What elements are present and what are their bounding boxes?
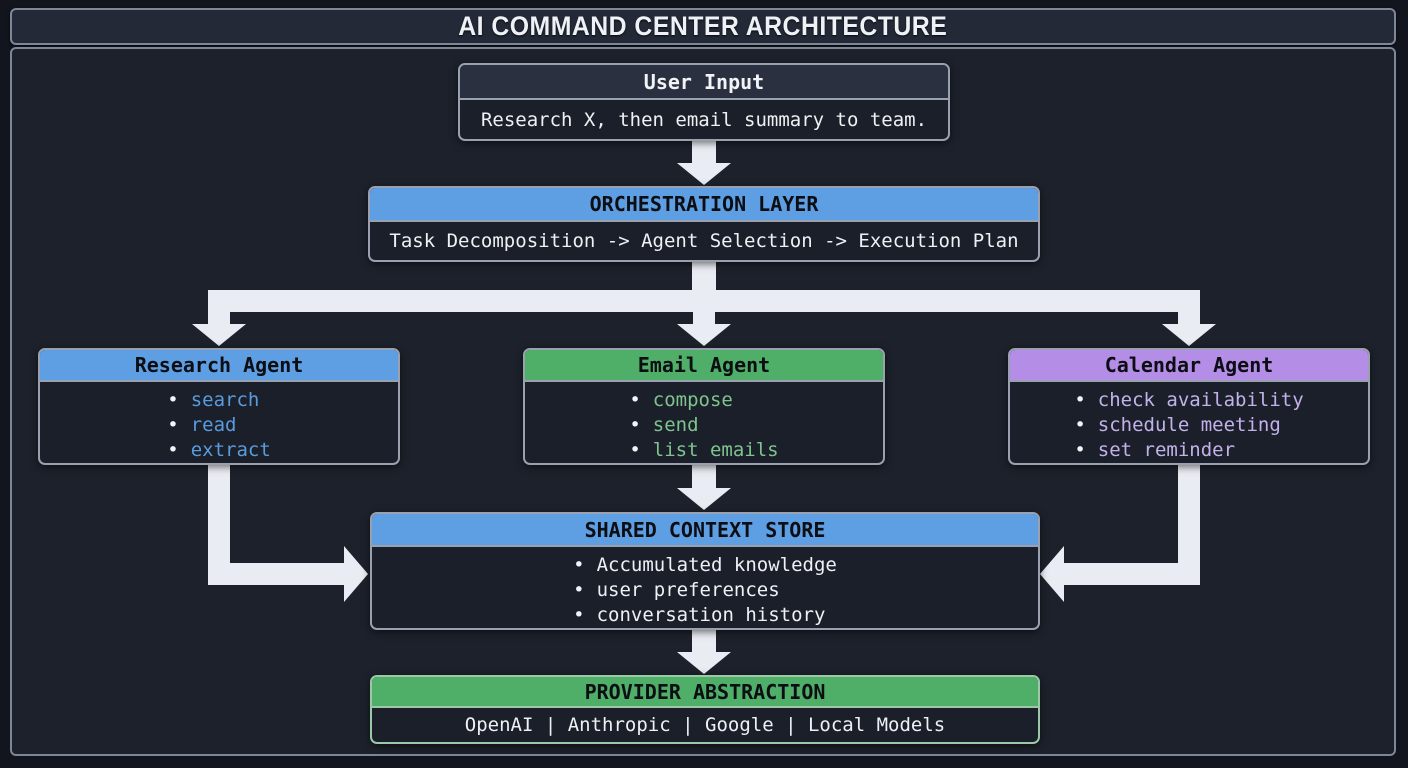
node-shared-context: SHARED CONTEXT STORE • Accumulated knowle… (370, 512, 1040, 630)
list-item-label: send (652, 414, 699, 436)
bullet-icon: • (167, 439, 179, 461)
node-user-input-body: Research X, then email summary to team. (460, 100, 948, 139)
node-user-input-header: User Input (460, 65, 948, 100)
node-calendar-agent: Calendar Agent • check availability • sched… (1008, 348, 1370, 465)
list-item: • list emails (629, 438, 778, 463)
node-shared-context-title: SHARED CONTEXT STORE (584, 517, 826, 542)
list-item: • extract (167, 438, 271, 463)
calendar-agent-tools: • check availability • schedule meeting • set… (1074, 382, 1303, 463)
node-provider-title: PROVIDER ABSTRACTION (584, 679, 826, 704)
list-item-label: check availability (1097, 389, 1304, 411)
node-calendar-agent-title: Calendar Agent (1104, 353, 1274, 377)
bullet-icon: • (629, 439, 641, 461)
node-email-agent: Email Agent • compose • send • list emails (523, 348, 885, 465)
list-item: • search (167, 388, 271, 413)
list-item-label: conversation history (596, 604, 826, 626)
bullet-icon: • (629, 414, 641, 436)
node-user-input-title: User Input (643, 69, 765, 94)
node-orchestration: ORCHESTRATION LAYER Task Decomposition -… (368, 186, 1040, 262)
node-orchestration-body: Task Decomposition -> Agent Selection ->… (370, 222, 1038, 260)
list-item-label: list emails (652, 439, 779, 461)
node-provider-header: PROVIDER ABSTRACTION (372, 677, 1038, 708)
list-item-label: Accumulated knowledge (596, 554, 837, 576)
node-shared-context-header: SHARED CONTEXT STORE (372, 514, 1038, 547)
node-email-agent-header: Email Agent (525, 350, 883, 382)
list-item-label: set reminder (1097, 439, 1236, 461)
email-agent-tools: • compose • send • list emails (629, 382, 778, 463)
list-item-label: extract (190, 439, 271, 461)
node-user-input-text: Research X, then email summary to team. (480, 108, 928, 131)
list-item-label: user preferences (596, 579, 780, 601)
bullet-icon: • (573, 554, 585, 576)
title-bar: AI COMMAND CENTER ARCHITECTURE (10, 8, 1396, 45)
node-orchestration-text: Task Decomposition -> Agent Selection ->… (389, 230, 1019, 252)
list-item: • set reminder (1074, 438, 1303, 463)
bullet-icon: • (573, 579, 585, 601)
list-item: • user preferences (573, 578, 837, 603)
shared-context-items: •Accumulated knowledge•user preferences•… (573, 547, 837, 628)
node-research-agent-header: Research Agent (40, 350, 398, 382)
bullet-icon: • (1074, 389, 1086, 411)
node-provider-body: OpenAI | Anthropic | Google | Local Mode… (372, 708, 1038, 742)
bullet-icon: • (167, 414, 179, 436)
bullet-icon: • (1074, 439, 1086, 461)
list-item: • schedule meeting (1074, 413, 1303, 438)
list-item-label: schedule meeting (1097, 414, 1281, 436)
list-item: • Accumulated knowledge (573, 553, 837, 578)
node-orchestration-header: ORCHESTRATION LAYER (370, 188, 1038, 222)
bullet-icon: • (573, 604, 585, 626)
page-title: AI COMMAND CENTER ARCHITECTURE (458, 11, 948, 41)
node-orchestration-title: ORCHESTRATION LAYER (589, 192, 819, 216)
list-item-label: search (190, 389, 260, 411)
list-item-label: read (190, 414, 237, 436)
list-item: • conversation history (573, 603, 837, 628)
node-provider-abstraction: PROVIDER ABSTRACTION OpenAI | Anthropic … (370, 675, 1040, 744)
bullet-icon: • (167, 389, 179, 411)
node-email-agent-title: Email Agent (637, 353, 771, 377)
node-user-input: User Input Research X, then email summar… (458, 63, 950, 141)
node-research-agent-title: Research Agent (134, 353, 304, 377)
list-item-label: compose (652, 389, 733, 411)
node-provider-text: OpenAI | Anthropic | Google | Local Mode… (464, 714, 946, 736)
list-item: • compose (629, 388, 778, 413)
node-calendar-agent-header: Calendar Agent (1010, 350, 1368, 382)
node-research-agent: Research Agent • search • read • extract (38, 348, 400, 465)
bullet-icon: • (629, 389, 641, 411)
list-item: • send (629, 413, 778, 438)
research-agent-tools: • search • read • extract (167, 382, 271, 463)
list-item: • check availability (1074, 388, 1303, 413)
list-item: • read (167, 413, 271, 438)
bullet-icon: • (1074, 414, 1086, 436)
